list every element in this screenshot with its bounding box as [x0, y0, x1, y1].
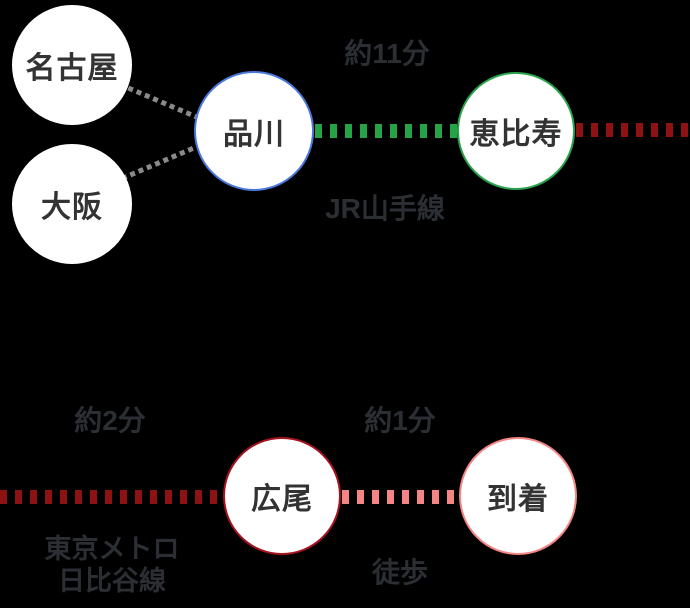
- station-osaka-label: 大阪: [41, 191, 103, 224]
- station-hiroo: 広尾: [223, 437, 341, 555]
- connector-osaka-shinagawa: [121, 144, 199, 181]
- connector-nagoya-shinagawa: [119, 82, 199, 120]
- station-osaka: 大阪: [12, 144, 132, 264]
- station-ebisu: 恵比寿: [457, 72, 575, 190]
- duration-label-hibiya: 約2分: [74, 405, 146, 436]
- line-name-yamanote: JR山手線: [325, 193, 445, 224]
- line-hiroo-arrival: [342, 490, 459, 504]
- station-ebisu-label: 恵比寿: [469, 118, 563, 151]
- station-hiroo-label: 広尾: [251, 483, 313, 516]
- line-name-hibiya-row2: 日比谷線: [58, 566, 166, 596]
- station-shinagawa: 品川: [194, 71, 314, 191]
- line-offscreen-hiroo: [0, 490, 223, 504]
- duration-label-walk: 約1分: [364, 405, 436, 436]
- station-nagoya-label: 名古屋: [25, 52, 119, 85]
- line-ebisu-offscreen: [576, 123, 690, 137]
- station-nagoya: 名古屋: [12, 5, 132, 125]
- line-shinagawa-ebisu: [315, 124, 457, 138]
- line-name-hibiya: 東京メトロ 日比谷線: [45, 533, 180, 597]
- duration-label-yamanote: 約11分: [344, 38, 430, 69]
- station-arrival: 到着: [459, 437, 577, 555]
- station-shinagawa-label: 品川: [223, 118, 285, 151]
- station-arrival-label: 到着: [487, 483, 549, 516]
- line-name-walk: 徒歩: [371, 557, 429, 588]
- line-name-hibiya-row1: 東京メトロ: [44, 534, 180, 564]
